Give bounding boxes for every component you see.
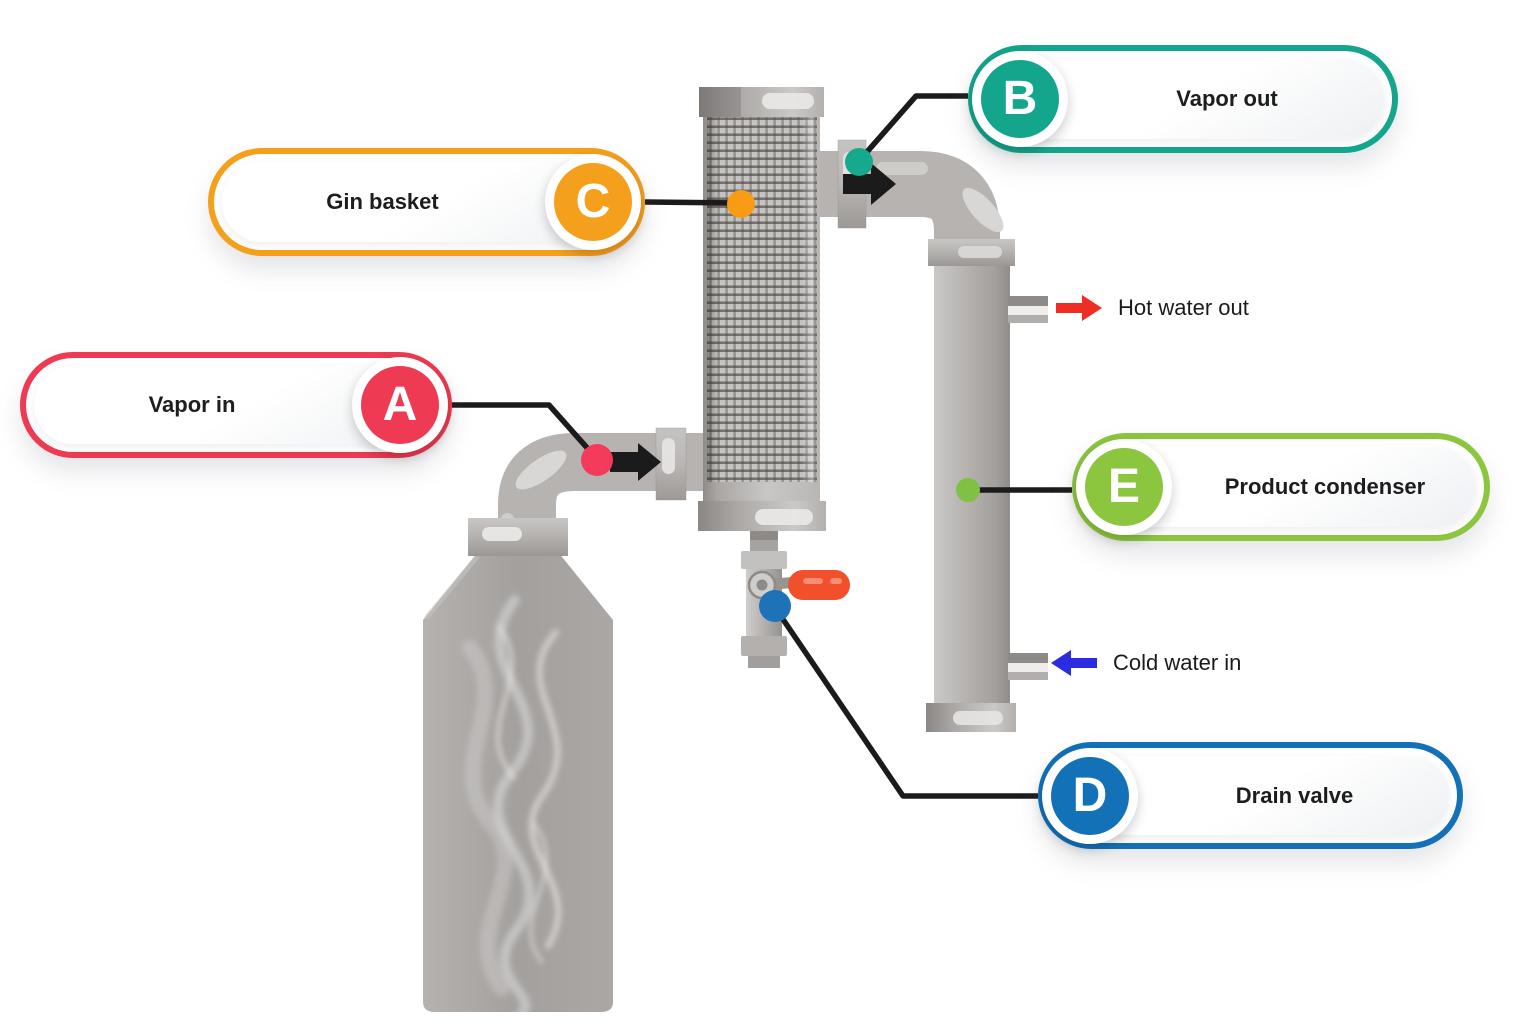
callout-badge: B: [972, 51, 1068, 147]
gin-basket-bottom-cap: [698, 501, 826, 531]
leader-line-c: [644, 199, 742, 206]
callout-product-condenser: Product condenser E: [1072, 433, 1490, 541]
callout-letter: C: [575, 175, 611, 228]
flow-label-text: Cold water in: [1113, 650, 1242, 675]
condenser-coupling-band: [928, 239, 1015, 266]
marker-dot-e: [956, 478, 980, 502]
callout-vapor-out: Vapor out B: [968, 45, 1398, 153]
callout-label: Product condenser: [1224, 474, 1426, 499]
callout-badge: E: [1076, 439, 1172, 535]
callout-vapor-in: Vapor in A: [20, 352, 452, 458]
marker-dot-b: [845, 148, 873, 176]
drain-valve-handle: [788, 570, 850, 600]
vapor-in-flange: [655, 427, 687, 501]
hot-water-arrow-right-icon: [1056, 293, 1102, 323]
flow-arrow-vapor-in: [610, 443, 661, 481]
hot-water-outlet-stub: [1008, 296, 1048, 323]
cold-water-arrow-left-icon: [1051, 648, 1097, 678]
callout-letter: A: [382, 378, 418, 431]
marker-dot-c: [727, 190, 755, 218]
leader-line-b: [856, 93, 968, 163]
drain-valve: [741, 531, 850, 668]
marker-dot-a: [581, 444, 613, 476]
leader-line-d: [773, 607, 1038, 799]
marker-dot-d: [759, 590, 791, 622]
gin-basket-top-cap: [699, 87, 824, 117]
still-neck-collar: [468, 518, 568, 556]
callout-pill: Vapor out B: [968, 45, 1398, 153]
callout-drain-valve: Drain valve D: [1038, 742, 1463, 849]
callout-badge: D: [1042, 747, 1138, 844]
callout-pill: Vapor in A: [20, 352, 452, 458]
leader-line-a: [452, 402, 600, 461]
still-pot: [423, 552, 613, 1012]
vapor-out-pipe: [818, 151, 1004, 252]
flow-arrow-vapor-out: [843, 163, 896, 205]
callout-letter: D: [1072, 768, 1108, 822]
callout-pill: Gin basket C: [208, 148, 645, 256]
flow-label-cold-water-in: Cold water in: [1051, 642, 1241, 684]
cold-water-inlet-stub: [1008, 653, 1048, 680]
callout-badge: C: [545, 154, 641, 250]
callout-label: Vapor out: [1176, 86, 1278, 111]
still-vapor-swirls: [462, 595, 562, 1012]
callout-gin-basket: Gin basket C: [208, 148, 645, 256]
callout-letter: E: [1107, 460, 1140, 513]
callout-letter: B: [1002, 72, 1038, 125]
condenser-bottom-cap: [926, 703, 1016, 732]
flow-label-hot-water-out: Hot water out: [1056, 287, 1249, 329]
callout-label: Vapor in: [148, 392, 236, 417]
callout-pill: Product condenser E: [1072, 433, 1490, 541]
gin-basket: [698, 87, 826, 531]
flow-label-text: Hot water out: [1118, 295, 1249, 320]
callout-label: Drain valve: [1235, 782, 1354, 808]
callout-badge: A: [352, 357, 448, 453]
leader-lines: [452, 93, 1072, 799]
callout-label: Gin basket: [326, 189, 439, 214]
callout-pill: Drain valve D: [1038, 742, 1463, 849]
